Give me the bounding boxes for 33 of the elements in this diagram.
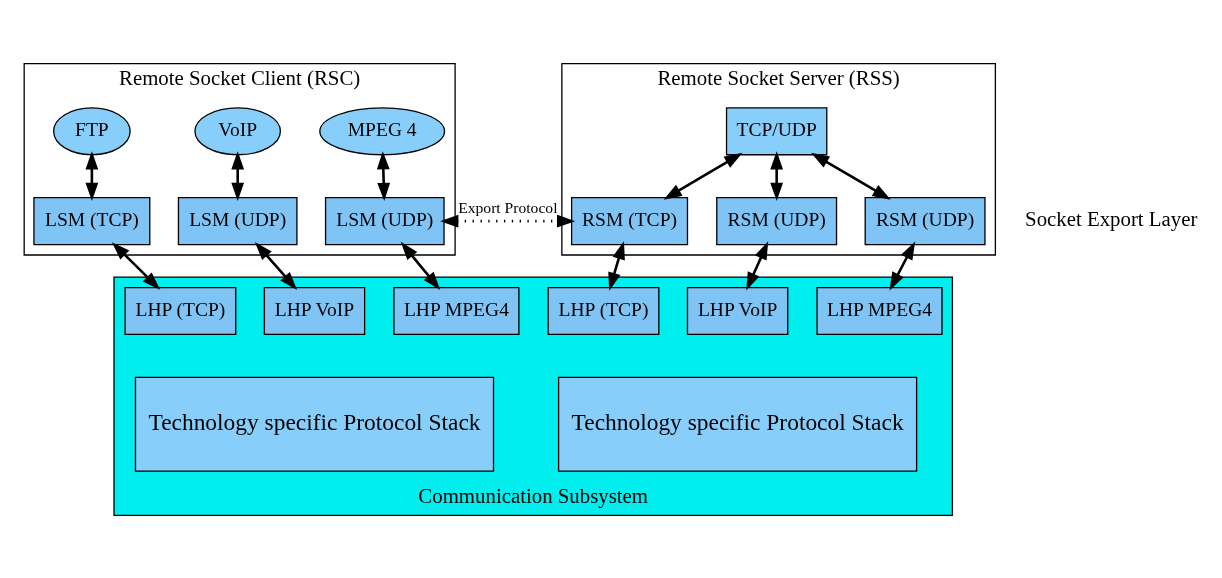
arrow xyxy=(746,240,769,291)
arrow xyxy=(770,150,784,201)
node-box: LHP VoIP xyxy=(686,286,789,335)
node-box: LSM (UDP) xyxy=(324,196,445,245)
node-ellipse: VoIP xyxy=(194,106,282,155)
arrow xyxy=(811,152,891,200)
arrow xyxy=(254,241,298,290)
node-box: LHP (TCP) xyxy=(547,286,660,335)
arrow xyxy=(440,214,576,228)
node-box: LHP MPEG4 xyxy=(393,286,520,335)
node-box: LHP VoIP xyxy=(263,286,366,335)
arrow xyxy=(85,150,99,201)
arrow xyxy=(231,150,245,201)
node-box: LSM (UDP) xyxy=(177,196,298,245)
label: Socket Export Layer xyxy=(1025,206,1198,231)
edge-label: Export Protocol xyxy=(458,198,558,216)
node-box: LHP MPEG4 xyxy=(816,286,943,335)
node-ellipse: MPEG 4 xyxy=(319,106,446,155)
node-box: RSM (UDP) xyxy=(864,196,986,245)
arrow xyxy=(400,241,441,290)
node-box: RSM (TCP) xyxy=(570,196,689,245)
arrow xyxy=(376,150,391,201)
arrow xyxy=(608,240,625,291)
node-box: Technology specific Protocol Stack xyxy=(557,376,918,472)
arrow xyxy=(663,152,743,200)
arrow xyxy=(111,241,161,290)
node-box: LSM (TCP) xyxy=(33,196,151,245)
node-box: TCP/UDP xyxy=(725,106,828,155)
node-box: RSM (UDP) xyxy=(716,196,838,245)
arrow xyxy=(889,240,916,290)
node-box: LHP (TCP) xyxy=(124,286,237,335)
node-box: Technology specific Protocol Stack xyxy=(134,376,495,472)
node-ellipse: FTP xyxy=(53,106,131,155)
